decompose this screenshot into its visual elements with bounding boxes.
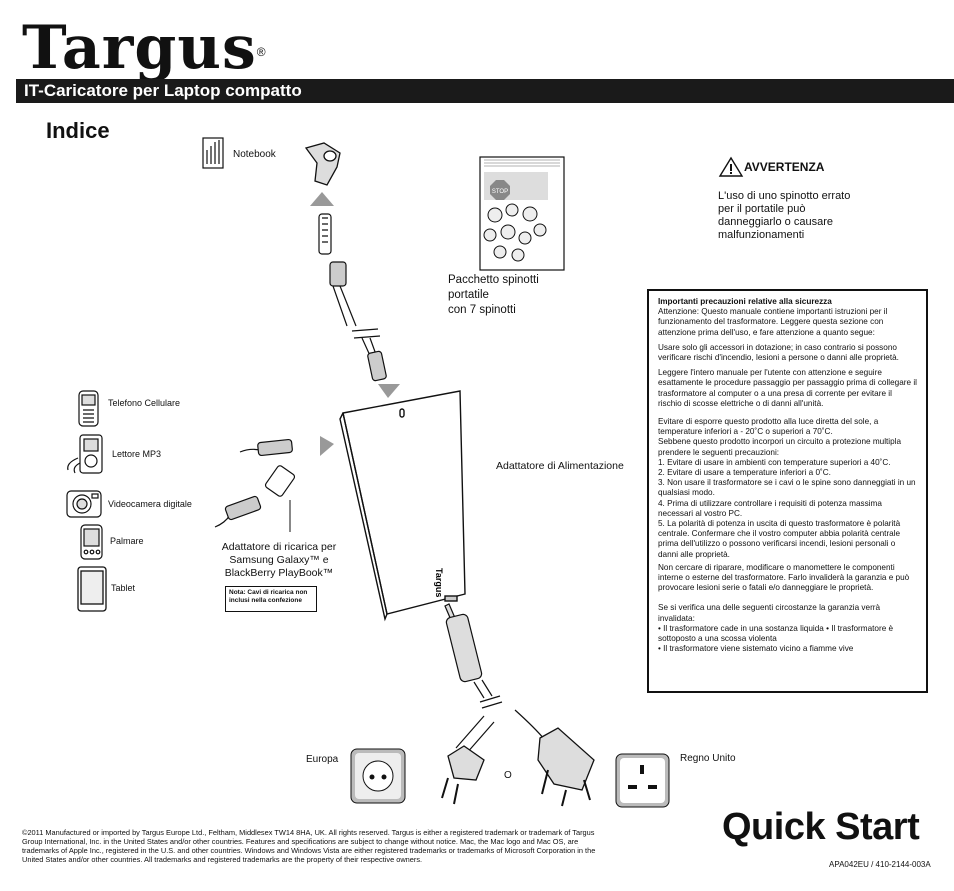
safety-list-item: 5. La polarità di potenza in uscita di q… <box>658 519 901 559</box>
tablet-icon <box>77 566 107 612</box>
phone-icon <box>78 390 99 427</box>
mp3-label: Lettore MP3 <box>112 449 162 459</box>
safety-list: 1. Evitare di usare in ambienti con temp… <box>658 458 917 560</box>
camera-icon <box>66 490 102 518</box>
arrow-right-icon <box>320 436 334 456</box>
safety-bullet-2: • Il trasformatore viene sistemato vicin… <box>658 644 854 654</box>
usb-cable-icon <box>214 438 296 532</box>
safety-bullet-1: • Il trasformatore cade in una sostanza … <box>658 623 894 644</box>
uk-socket-icon <box>615 753 670 808</box>
pda-icon <box>80 524 103 560</box>
safety-p1: Attenzione: Questo manuale contiene impo… <box>658 307 888 337</box>
banner-title: IT-Caricatore per Laptop compatto <box>24 81 302 100</box>
europe-label: Europa <box>306 754 339 765</box>
warning-text: L'uso di uno spinotto errato per il port… <box>718 190 851 241</box>
or-label: O <box>504 770 512 781</box>
registered-mark: ® <box>256 45 267 59</box>
phone-label: Telefono Cellulare <box>108 398 181 408</box>
cable-note: Nota: Cavi di ricarica non inclusi nella… <box>225 586 317 612</box>
charging-adapter-label: Adattatore di ricarica per Samsung Galax… <box>214 541 344 580</box>
uk-plug-icon <box>537 727 595 807</box>
tips-pack-label: Pacchetto spinotti portatile con 7 spino… <box>448 273 539 318</box>
charging-adapter-line-2: Samsung Galaxy™ e <box>229 554 329 566</box>
safety-list-item: 3. Non usare il trasformatore se i cavi … <box>658 478 916 498</box>
safety-title: Importanti precauzioni relative alla sic… <box>658 297 832 306</box>
power-adapter-label: Adattatore di Alimentazione <box>496 460 624 472</box>
charging-adapter-line-3: BlackBerry PlayBook™ <box>224 567 334 579</box>
document-code: APA042EU / 410-2144-003A <box>829 860 931 869</box>
tips-pack-line-1: Pacchetto spinotti <box>448 274 539 286</box>
safety-p5: Sebbene questo prodotto incorpori un cir… <box>658 437 902 457</box>
safety-list-item: 1. Evitare di usare in ambienti con temp… <box>658 457 891 467</box>
notebook-plug-icon <box>304 142 341 186</box>
ac-cable <box>444 603 546 755</box>
tips-pack-line-2: portatile <box>448 289 489 301</box>
safety-box: Importanti precauzioni relative alla sic… <box>647 289 928 693</box>
safety-p2: Usare solo gli accessori in dotazione; i… <box>658 342 899 363</box>
warning-title: AVVERTENZA <box>744 160 825 174</box>
eu-socket-icon <box>350 748 406 804</box>
notebook-icon <box>202 137 224 169</box>
mp3-player-icon <box>67 434 103 474</box>
title-banner: IT-Caricatore per Laptop compatto <box>16 79 954 103</box>
safety-list-item: 2. Evitare di usare a temperature inferi… <box>658 468 831 478</box>
brand-logo: Targus® <box>22 18 267 78</box>
device-brand-label: Targus <box>434 568 444 597</box>
quick-start-title: Quick Start <box>722 806 920 848</box>
power-adapter-icon <box>339 390 466 622</box>
arrow-up-icon <box>310 192 334 206</box>
safety-p7: Se si verifica una delle seguenti circos… <box>658 603 881 623</box>
tablet-label: Tablet <box>111 583 136 593</box>
eu-plug-icon <box>441 745 485 805</box>
uk-label: Regno Unito <box>680 753 736 764</box>
notebook-label: Notebook <box>233 149 276 160</box>
tips-pack-icon: STOP <box>479 156 565 271</box>
safety-p3: Leggere l'intero manuale per l'utente co… <box>658 368 917 408</box>
safety-list-item: 4. Prima di utilizzare controllare i req… <box>658 498 882 518</box>
arrow-down-icon <box>378 384 400 398</box>
safety-p4: Evitare di esporre questo prodotto alla … <box>658 417 879 437</box>
pda-label: Palmare <box>110 536 144 546</box>
charging-adapter-line-1: Adattatore di ricarica per <box>221 541 337 553</box>
dc-cable <box>318 213 387 382</box>
section-title: Indice <box>46 118 110 143</box>
stop-label: STOP <box>492 189 508 195</box>
warning-icon <box>718 156 744 177</box>
camera-label: Videocamera digitale <box>108 499 192 509</box>
tips-pack-line-3: con 7 spinotti <box>448 304 516 316</box>
safety-p6: Non cercare di riparare, modificare o ma… <box>658 562 910 593</box>
brand-name: Targus <box>22 13 257 83</box>
copyright-text: ©2011 Manufactured or imported by Targus… <box>22 828 596 864</box>
